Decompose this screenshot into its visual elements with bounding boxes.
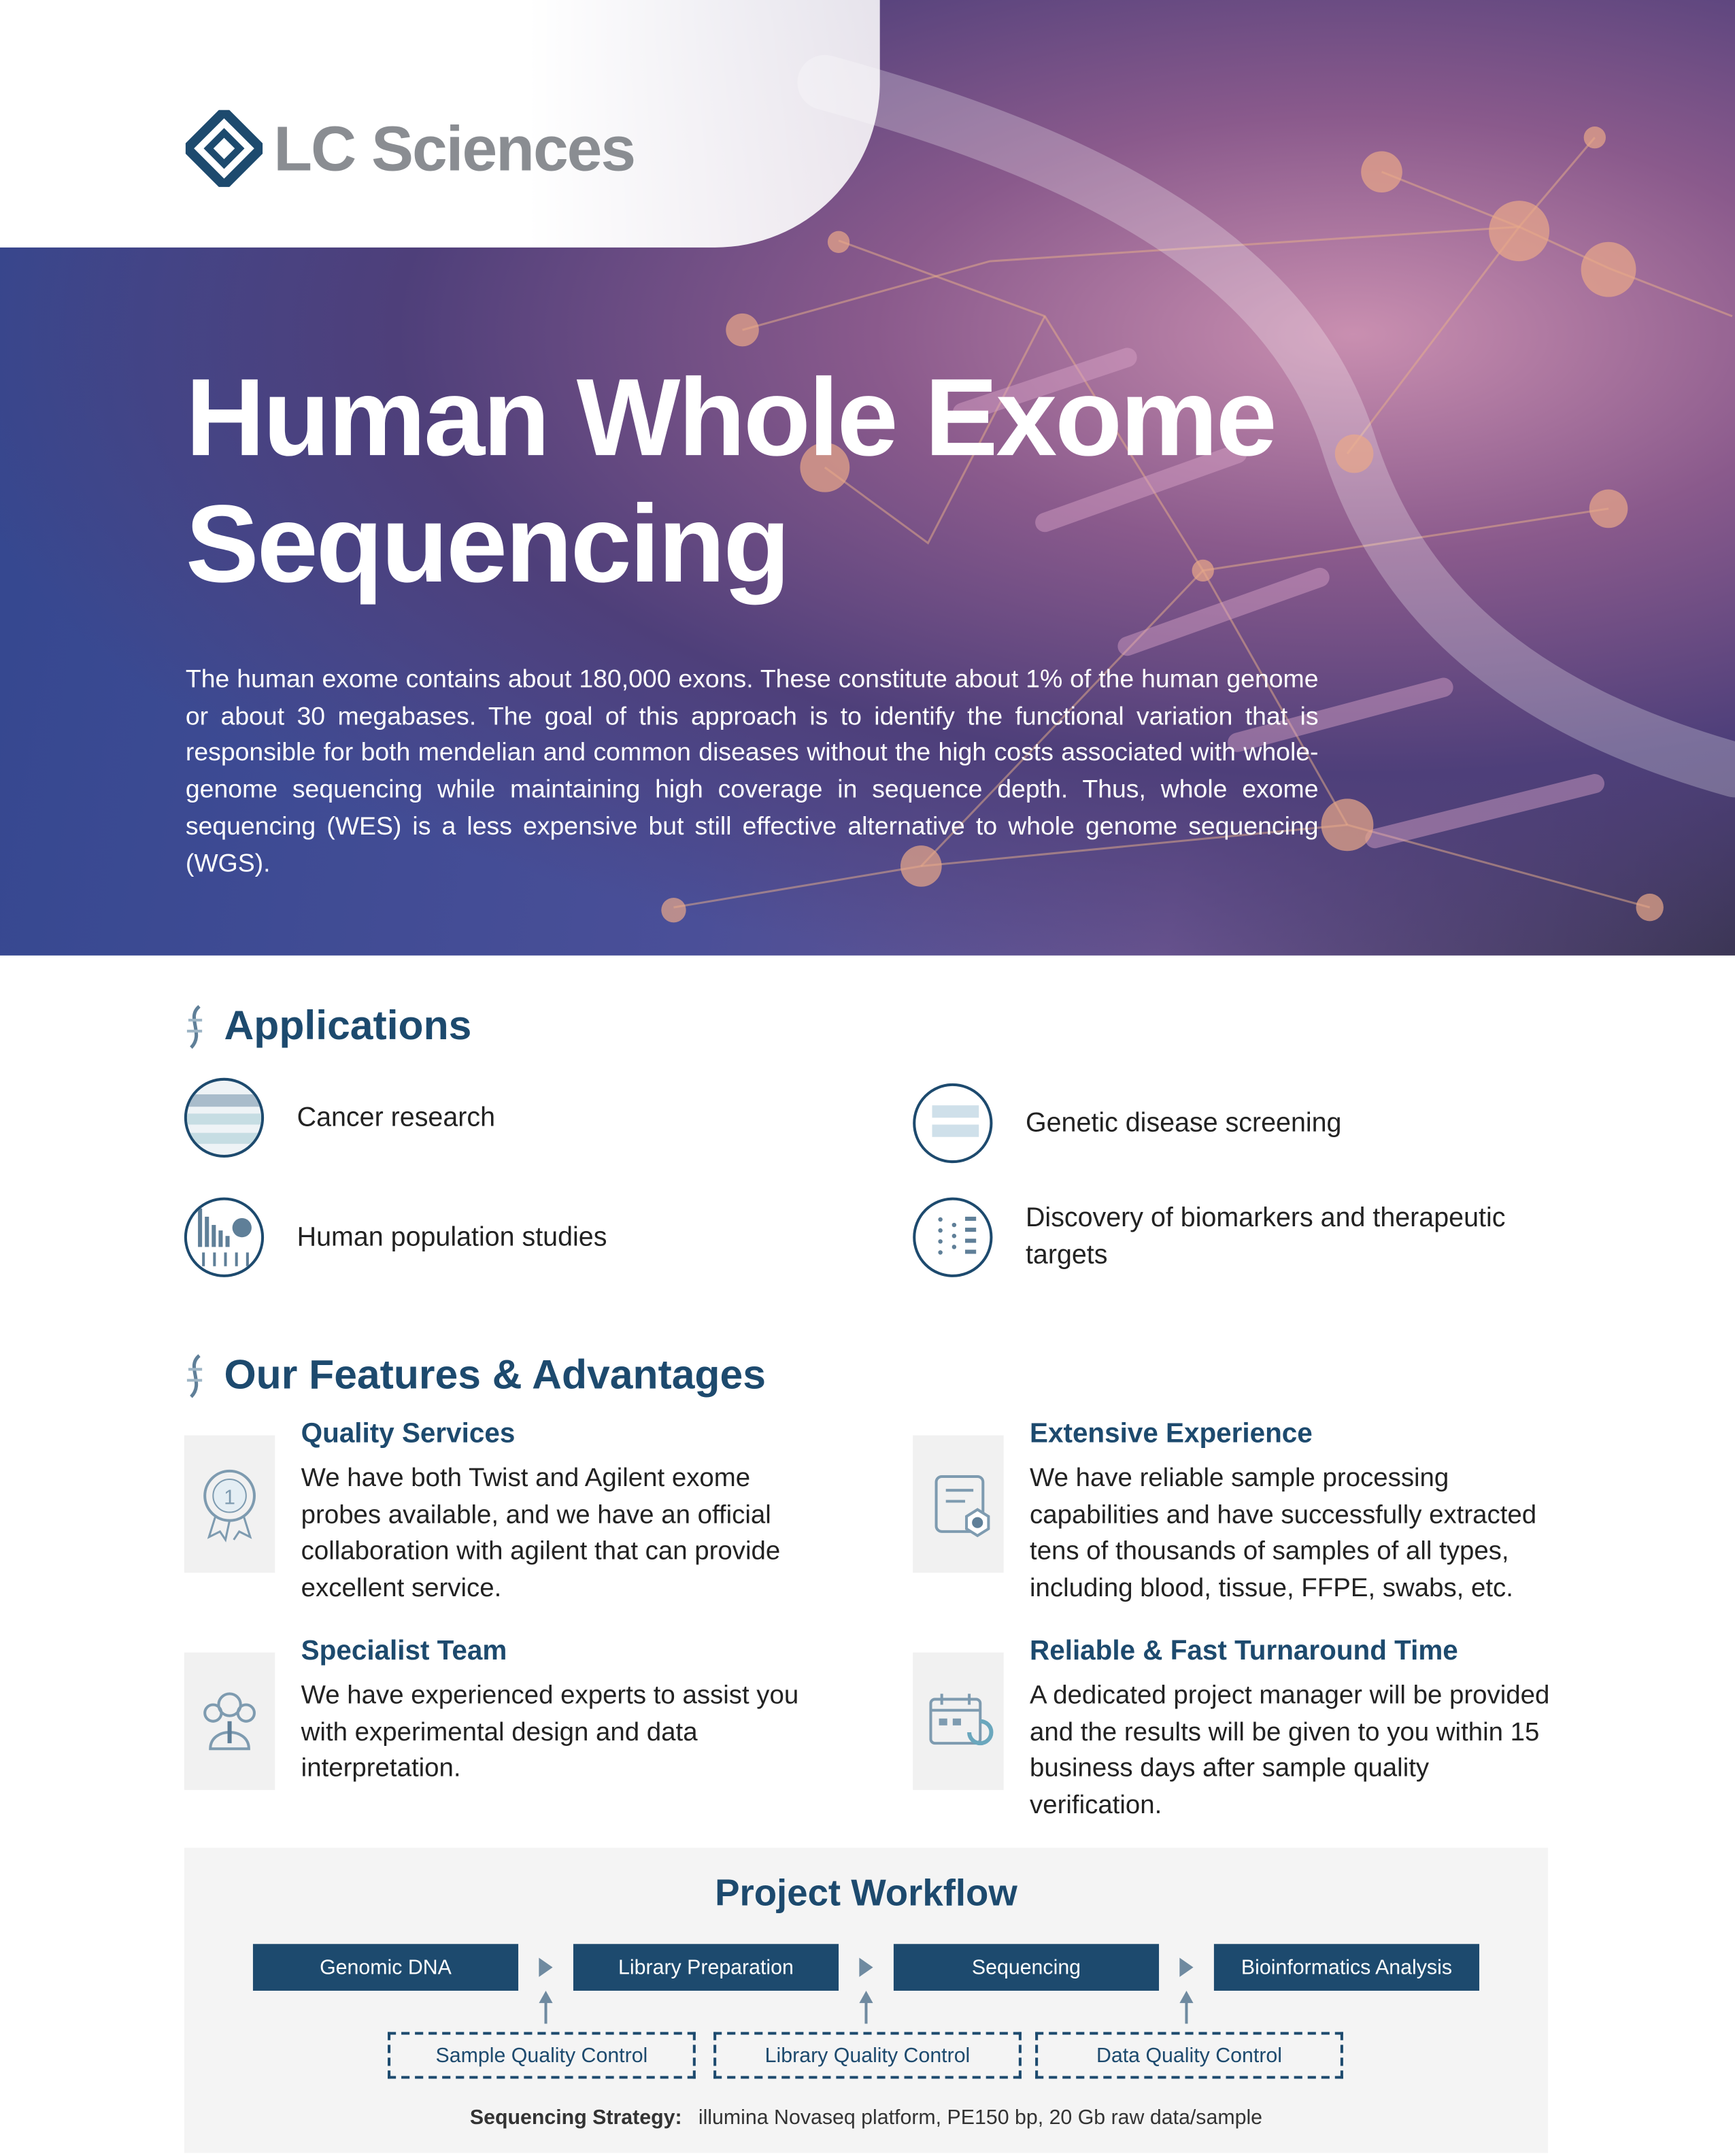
application-label: Genetic disease screening [1025,1107,1342,1138]
arrow-up-icon [859,1990,873,2024]
application-label: Human population studies [297,1222,607,1252]
sequencing-strategy: Sequencing Strategy: illumina Novaseq pla… [184,2106,1548,2129]
workflow-step: Sequencing [893,1944,1160,1991]
title-line-2: Sequencing [185,482,790,605]
feature-title: Quality Services [301,1419,516,1449]
qc-box: Library Quality Control [713,2032,1022,2079]
badge-number: 1 [224,1486,235,1509]
team-icon [184,1652,275,1790]
dna-network-background [661,54,1735,923]
qc-box: Sample Quality Control [388,2032,696,2079]
arrow-right-icon [1179,1957,1194,1977]
application-item: Human population studies [184,1197,607,1277]
brand-name: LC Sciences [273,112,636,184]
award-badge-icon: 1 [184,1435,275,1573]
strategy-label: Sequencing Strategy: [469,2106,682,2130]
feature-text: A dedicated project manager will be prov… [1030,1681,1550,1821]
dna-helix-icon [186,1354,203,1398]
arrow-up-icon [1179,1990,1194,2024]
application-item: Discovery of biomarkers and therapeutic … [913,1197,1559,1277]
calendar-refresh-icon [913,1652,1004,1790]
arrow-up-icon [539,1990,553,2024]
dna-helix-icon [186,1005,203,1049]
feature-title: Reliable & Fast Turnaround Time [1030,1636,1458,1666]
workflow-step: Genomic DNA [252,1944,519,1991]
strategy-value: illumina Novaseq platform, PE150 bp, 20 … [698,2106,1263,2130]
application-label: Cancer research [297,1102,496,1132]
title-line-1: Human Whole Exome [185,356,1277,479]
arrow-right-icon [859,1957,873,1977]
features-title: Our Features & Advantages [224,1353,766,1398]
dna-sequence-icon [184,1077,265,1158]
application-item: Genetic disease screening [913,1083,1342,1164]
features-heading: Our Features & Advantages [183,1353,766,1400]
gene-list-icon [913,1083,993,1164]
arrow-right-icon [539,1957,553,1977]
logo-area: LC Sciences [0,0,880,248]
feature-text: We have experienced experts to assist yo… [301,1681,799,1784]
feature-title: Specialist Team [301,1636,507,1666]
workflow-step: Bioinformatics Analysis [1213,1944,1480,1991]
intro-paragraph: The human exome contains about 180,000 e… [185,664,1319,877]
feature-title: Extensive Experience [1030,1419,1313,1449]
lc-sciences-logo: LC Sciences [185,110,636,187]
application-label: Discovery of biomarkers and therapeutic … [1025,1202,1506,1270]
document-hexagon-icon [913,1435,1004,1573]
feature-text: We have reliable sample processing capab… [1030,1464,1537,1604]
application-item: Cancer research [184,1077,496,1158]
feature-text: We have both Twist and Agilent exome pro… [301,1464,781,1604]
workflow-step: Library Preparation [573,1944,839,1991]
logo-mark-icon [185,110,263,187]
workflow-title: Project Workflow [715,1872,1017,1914]
applications-heading: Applications [183,1003,472,1051]
qc-box: Data Quality Control [1035,2032,1343,2079]
bar-chart-icon [184,1197,265,1277]
applications-title: Applications [224,1003,472,1049]
project-workflow-panel: Project Workflow Genomic DNA Library Pre… [184,1847,1549,2153]
dot-matrix-icon [913,1197,993,1277]
